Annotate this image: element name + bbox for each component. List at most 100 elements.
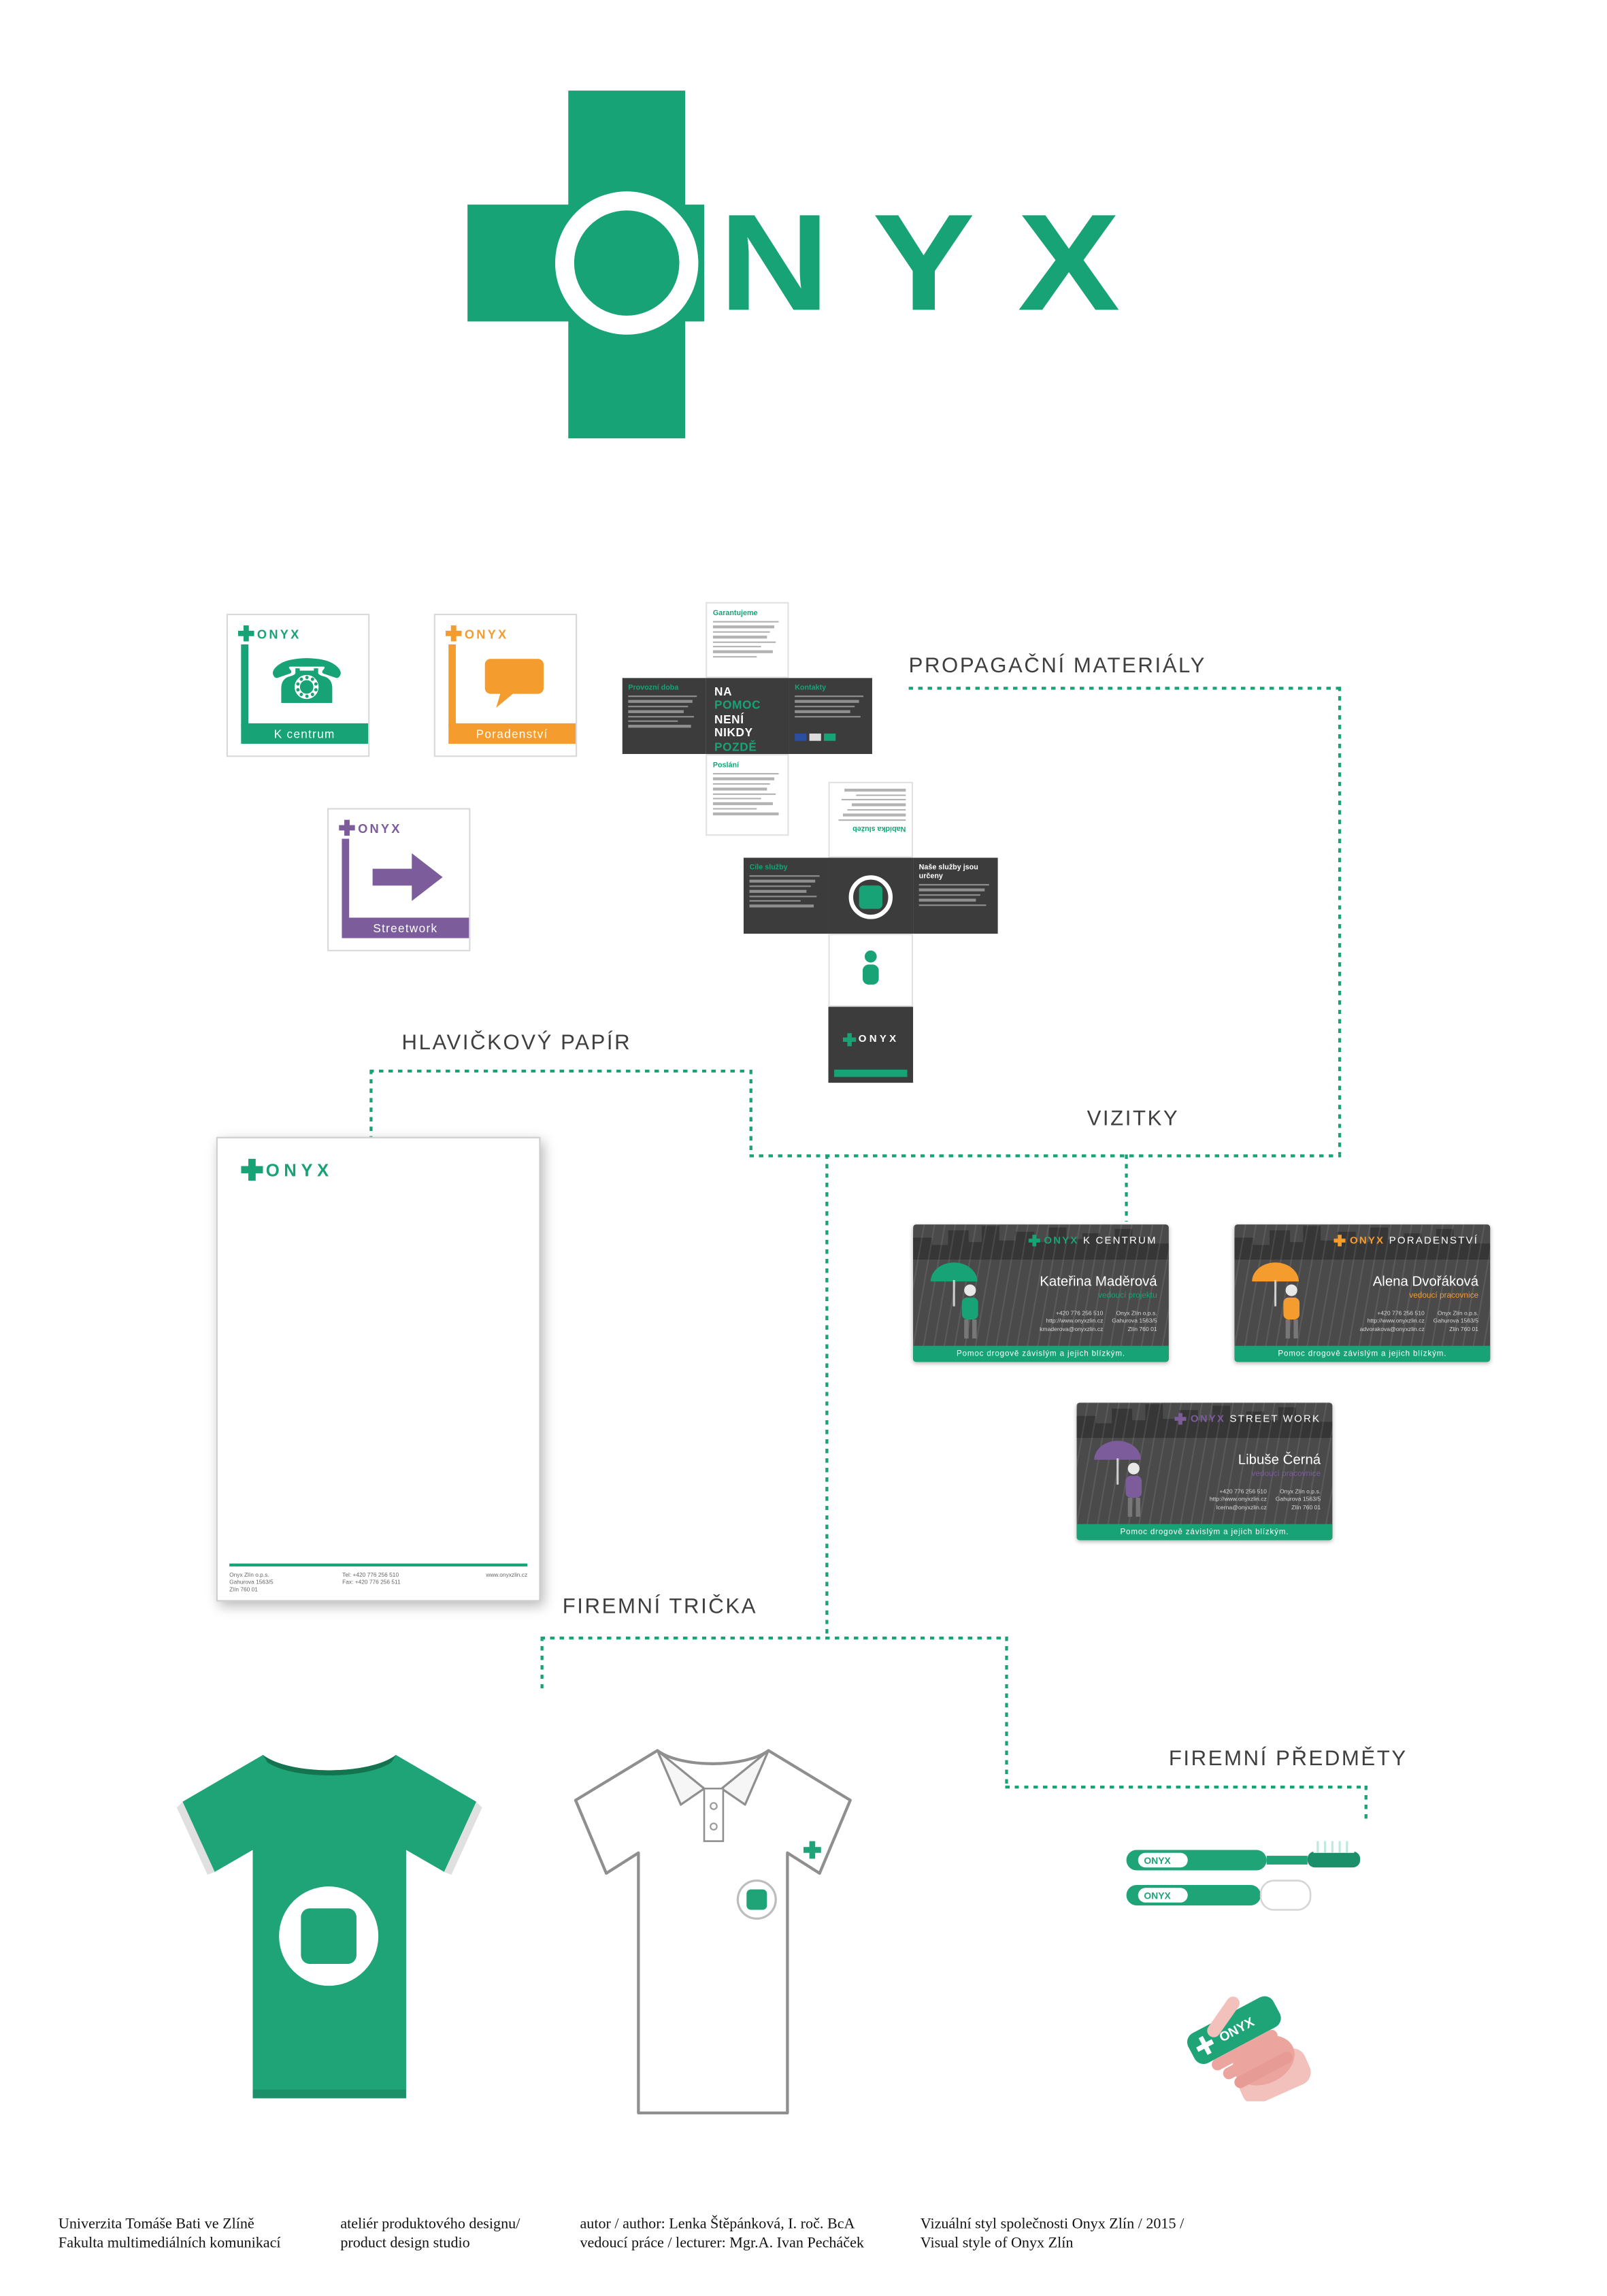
business-card-k-centrum: ONYX K CENTRUM Kateřina Maděrová vedoucí… (913, 1224, 1169, 1362)
leaflet-panel-nabidka: Nabídka služeb (828, 781, 914, 858)
section-label-hlavickovy-papir: HLAVIČKOVÝ PAPÍR (401, 1031, 632, 1055)
website: http://www.onyxzlin.cz (1046, 1317, 1104, 1325)
section-label-propagacni-materialy: PROPAGAČNÍ MATERIÁLY (908, 654, 1206, 678)
panel-heading: Naše služby jsou určeny (918, 864, 978, 881)
text-line-placeholder (712, 625, 775, 628)
mini-logo-text: ONYX (1190, 1413, 1226, 1424)
placeholder-text-lines (712, 621, 782, 658)
panel-heading: Kontakty (795, 683, 827, 693)
placeholder-text-lines (749, 875, 823, 907)
card-unit: PORADENSTVÍ (1389, 1235, 1479, 1246)
connector-dotted-line (749, 1069, 752, 1155)
polo-button (710, 1802, 718, 1810)
placeholder-text-lines (918, 884, 992, 906)
text-line-placeholder (749, 904, 814, 907)
slogan-line: NIKDY (714, 726, 753, 740)
onyx-cross-icon (1333, 1234, 1346, 1247)
card-unit: K CENTRUM (1082, 1235, 1157, 1246)
letterhead-phones: Tel: +420 776 256 510 Fax: +420 776 256 … (342, 1571, 401, 1586)
footer-credit-author: autor / author: Lenka Štěpánková, I. roč… (580, 2216, 864, 2252)
connector-dotted-line (369, 1069, 750, 1073)
letterhead-address: Onyx Zlín o.p.s. Gahurova 1563/5 Zlín 76… (229, 1571, 274, 1593)
leaflet-panel-back-cover: ONYX (828, 1006, 914, 1083)
onyx-cross-icon (1027, 1234, 1040, 1247)
logo-letters: NYX (718, 185, 1163, 340)
connector-dotted-line (1338, 687, 1342, 1155)
city-skyline-graphic (913, 1226, 1169, 1260)
connector-dotted-line (369, 1069, 373, 1137)
text-line-placeholder (712, 655, 757, 658)
section-label-firemni-predmety: FIREMNÍ PŘEDMĚTY (1168, 1748, 1408, 1771)
onyx-cross-icon (339, 819, 355, 836)
org-name: Onyx Zlín o.p.s. (1437, 1309, 1479, 1317)
leaflet-panel-garantujeme: Garantujeme (706, 602, 789, 678)
text-line-placeholder (628, 720, 678, 723)
connector-dotted-line (1005, 1636, 1008, 1786)
panel-heading: Poslání (712, 761, 740, 770)
letterhead-web: www.onyxzlin.cz (486, 1571, 528, 1579)
person-name: Alena Dvořáková (1372, 1274, 1479, 1291)
text-line-placeholder (712, 813, 779, 815)
mini-logo-text: ONYX (858, 1034, 899, 1045)
text-line-placeholder (842, 813, 906, 816)
partner-logos (795, 722, 866, 749)
service-card-streetwork: ONYX Streetwork (327, 808, 471, 951)
thumb (1207, 1996, 1240, 2037)
connector-dotted-line (1125, 1154, 1128, 1222)
card-header: ONYX STREET WORK (1174, 1413, 1321, 1425)
text-line-placeholder (749, 900, 801, 902)
text-line-placeholder (749, 895, 817, 898)
text-line-placeholder (628, 695, 697, 698)
text-line-placeholder (841, 799, 906, 802)
email: advorakova@onyxzlin.cz (1359, 1324, 1425, 1332)
card-tagline-bar: Pomoc drogově závislým a jejich blízkým. (1076, 1524, 1333, 1541)
card-label: Poradenství (476, 727, 548, 740)
mini-logo-text: ONYX (1044, 1235, 1079, 1246)
text-line-placeholder (628, 715, 695, 718)
city-skyline-graphic (1234, 1226, 1491, 1260)
mini-logo-text: ONYX (1350, 1235, 1385, 1246)
website: http://www.onyxzlin.cz (1209, 1495, 1267, 1503)
text-line-placeholder (712, 640, 776, 643)
section-label-firemni-tricka: FIREMNÍ TRIČKA (562, 1595, 758, 1620)
phone-number: +420 776 256 510 (1377, 1309, 1425, 1317)
card-label: K centrum (274, 727, 335, 740)
umbrella-figure (930, 1262, 978, 1339)
phone-number: +420 776 256 510 (1055, 1309, 1104, 1317)
street: Gahurova 1563/5 (1275, 1495, 1321, 1503)
text-line-placeholder (749, 890, 807, 893)
business-card-poradenstvi: ONYX PORADENSTVÍ Alena Dvořáková vedoucí… (1234, 1224, 1491, 1362)
person-name: Libuše Černá (1238, 1452, 1321, 1469)
placeholder-text-lines (628, 695, 699, 727)
text-line-placeholder (850, 804, 906, 806)
card-tagline-bar: Pomoc drogově závislým a jejich blízkým. (1234, 1345, 1491, 1362)
text-line-placeholder (749, 885, 811, 887)
text-line-placeholder (712, 793, 776, 796)
panel-heading: Cíle služby (749, 864, 788, 872)
rain-texture (913, 1224, 1169, 1362)
partner-logo (824, 733, 836, 741)
card-accent-line (241, 644, 249, 727)
leaflet-panel-cile-sluzby: Cíle služby (743, 857, 829, 934)
polo-placket (703, 1788, 725, 1842)
section-label-vizitky: VIZITKY (1087, 1107, 1180, 1132)
onyx-cross-icon (445, 625, 462, 642)
leaflet-panel-nase-sluzby: Naše služby jsou určeny (913, 857, 998, 934)
text-line-placeholder (795, 710, 851, 712)
finger (1223, 2039, 1287, 2080)
arrow-icon (364, 839, 452, 915)
finger (1234, 2052, 1293, 2088)
city: Zlín 760 01 (1291, 1503, 1321, 1511)
text-line-placeholder (712, 636, 767, 638)
city: Zlín 760 01 (1127, 1324, 1157, 1332)
city: Zlín 760 01 (1449, 1324, 1479, 1332)
street: Gahurova 1563/5 (1433, 1317, 1479, 1325)
slogan-line: POMOC (714, 699, 761, 712)
contact-block: +420 776 256 510 http://www.onyxzlin.cz … (1040, 1309, 1157, 1332)
logo-o-ring (554, 191, 699, 335)
text-line-placeholder (628, 710, 684, 712)
phone-number: +420 776 256 510 (1219, 1487, 1267, 1495)
leaflet-panel-logo (828, 857, 914, 934)
onyx-cross-icon (1174, 1413, 1187, 1425)
